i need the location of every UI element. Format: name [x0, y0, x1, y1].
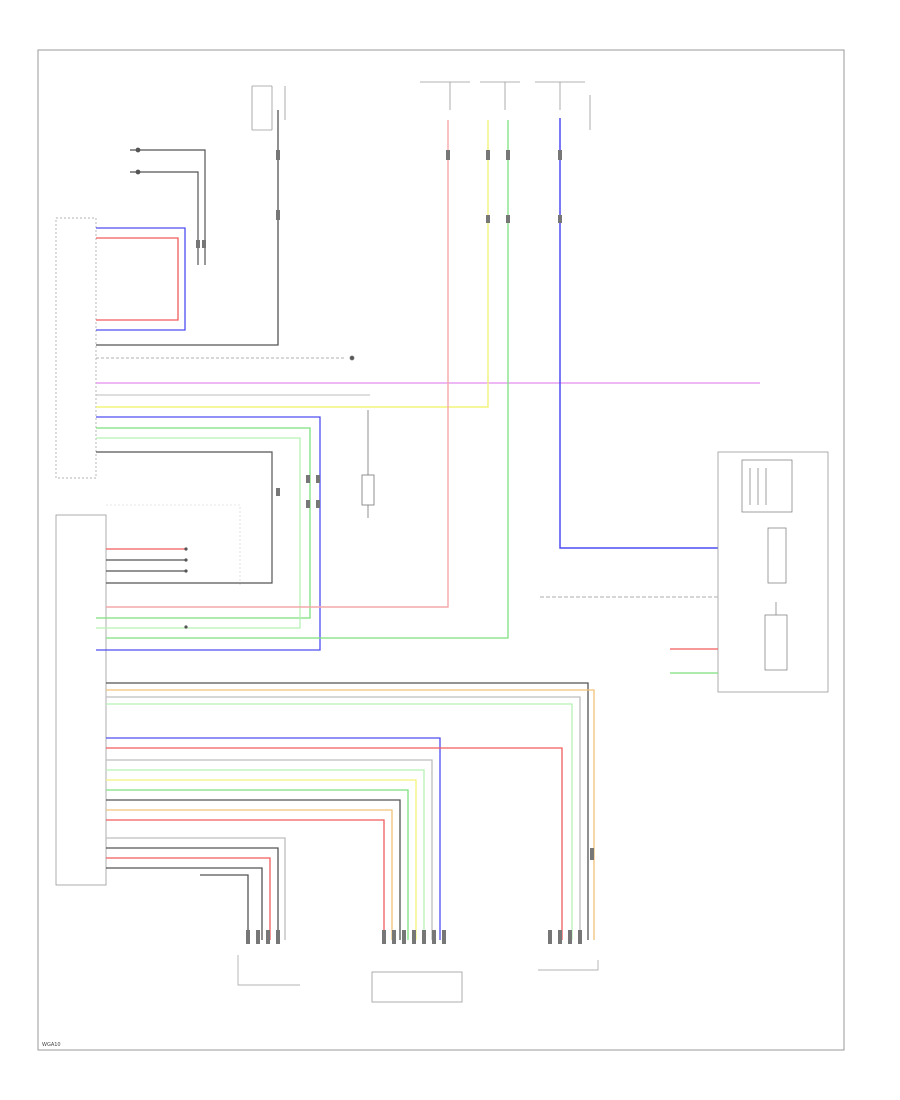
footer-code: WGA10	[42, 1042, 61, 1048]
fuse-header-left	[251, 85, 286, 131]
wire-pink	[106, 120, 449, 608]
connector-center-sensor	[371, 971, 463, 1003]
wire-blue-upper	[96, 416, 321, 651]
harness-left	[106, 837, 286, 940]
junction-connector	[349, 355, 375, 518]
wire-ecu-stubs	[106, 547, 188, 629]
wire-green-long	[106, 120, 509, 639]
connector-left-sensor	[237, 955, 300, 986]
steering-sensor-box	[55, 217, 97, 479]
wire-yellow	[96, 120, 489, 408]
diagram-frame	[37, 49, 845, 1051]
wire-black-lower	[96, 451, 273, 584]
wire-meter-lower	[540, 596, 718, 674]
connector-right-sensor	[538, 960, 599, 971]
harness-right	[106, 682, 595, 940]
wire-black-fuse	[96, 110, 279, 346]
meter-internal	[741, 459, 793, 671]
main-ecu-box	[55, 514, 107, 886]
harness-center	[106, 737, 563, 940]
fuse-header-right	[420, 81, 591, 130]
wire-lightgreen-upper	[96, 437, 301, 629]
ecu-box-bracket	[106, 504, 241, 585]
wire-markers	[196, 150, 594, 944]
wire-green-upper	[96, 427, 311, 619]
wire-upper-loop	[96, 227, 186, 331]
wire-blue-meter	[559, 118, 718, 549]
ground-connectors	[130, 147, 206, 265]
combination-meter-box	[717, 451, 829, 693]
